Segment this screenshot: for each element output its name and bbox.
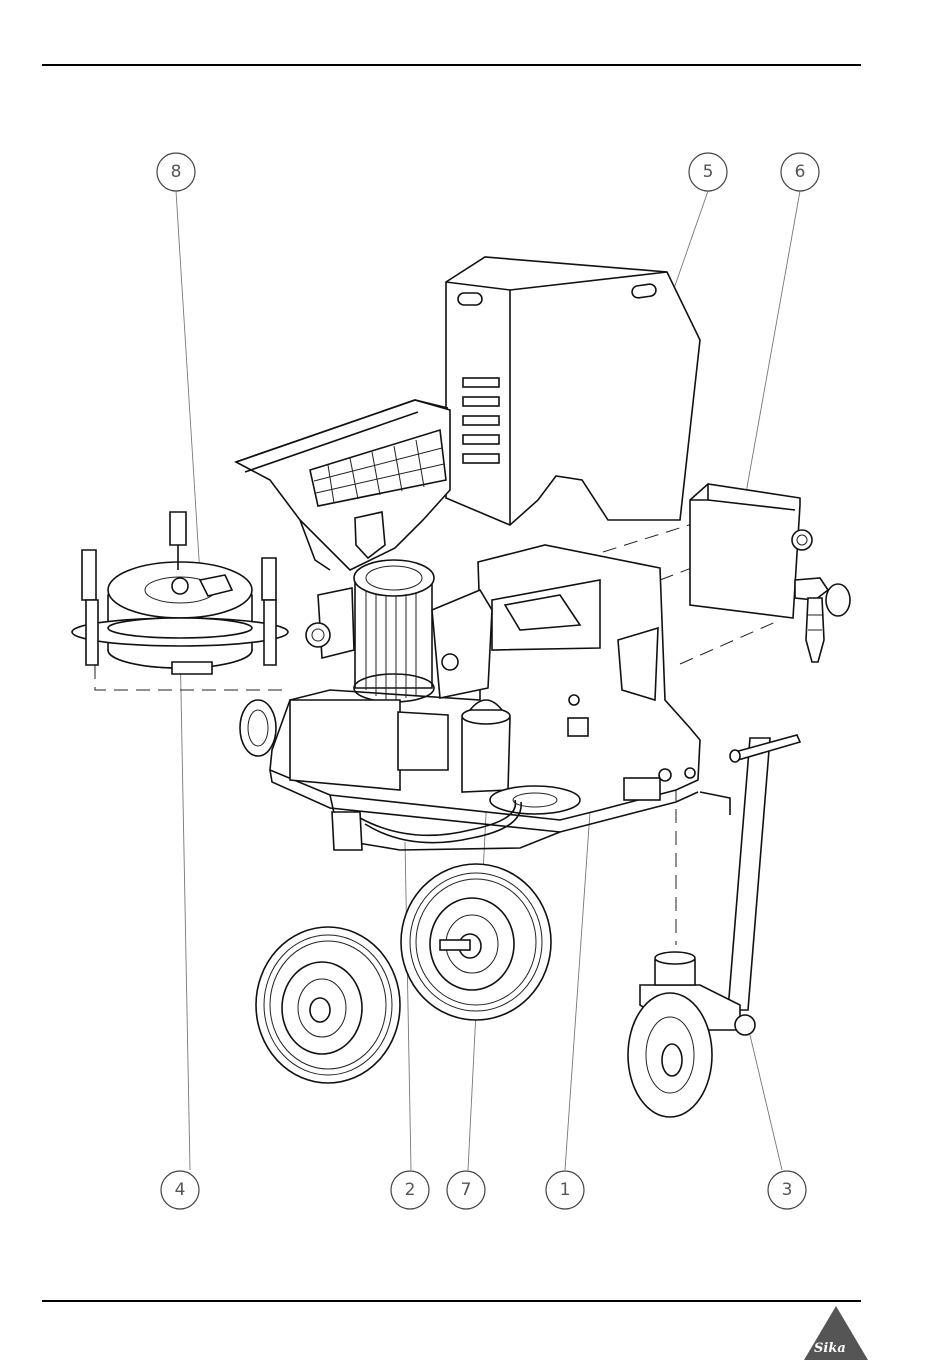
callout-3-label: 3 bbox=[782, 1180, 793, 1200]
part-5-cover bbox=[446, 257, 700, 525]
leader-1 bbox=[565, 812, 590, 1170]
part-7-wheel bbox=[401, 864, 551, 1020]
callout-6-label: 6 bbox=[795, 162, 806, 182]
callout-5: 5 bbox=[689, 153, 727, 191]
callout-8: 8 bbox=[157, 153, 195, 191]
sika-logo-text: Sika bbox=[814, 1341, 846, 1356]
callout-1-label: 1 bbox=[560, 1180, 571, 1200]
callout-8-label: 8 bbox=[171, 162, 182, 182]
callout-7: 7 bbox=[447, 1171, 485, 1209]
callout-7-label: 7 bbox=[461, 1180, 472, 1200]
leader-2 bbox=[405, 842, 411, 1170]
leader-3 bbox=[750, 1035, 782, 1170]
hopper bbox=[236, 400, 450, 570]
callout-3: 3 bbox=[768, 1171, 806, 1209]
callout-6: 6 bbox=[781, 153, 819, 191]
callout-4-label: 4 bbox=[175, 1180, 186, 1200]
part-2-wheel bbox=[256, 927, 400, 1083]
callout-2-label: 2 bbox=[405, 1180, 416, 1200]
callout-2: 2 bbox=[391, 1171, 429, 1209]
callout-5-label: 5 bbox=[703, 162, 714, 182]
callout-4: 4 bbox=[161, 1171, 199, 1209]
leader-6 bbox=[746, 191, 800, 493]
callout-1: 1 bbox=[546, 1171, 584, 1209]
part-6-control-box bbox=[690, 484, 850, 662]
motor bbox=[306, 560, 492, 702]
sika-logo: Sika bbox=[804, 1306, 868, 1360]
leader-4 bbox=[180, 640, 190, 1170]
part-8-4-disc-assembly bbox=[72, 512, 288, 674]
